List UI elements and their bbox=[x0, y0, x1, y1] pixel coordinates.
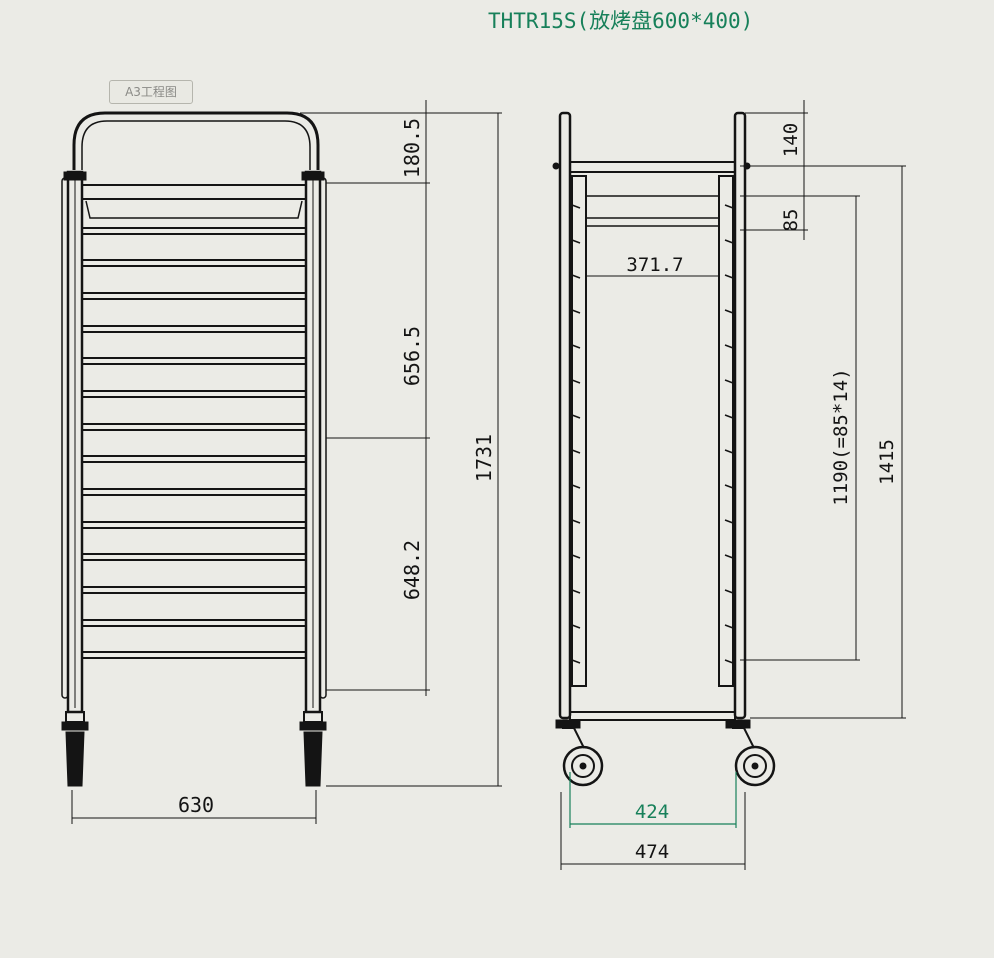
dim-side-rack-height: 1190(=85*14) bbox=[830, 368, 852, 505]
side-bottom-bar bbox=[569, 711, 736, 721]
side-dimensions bbox=[560, 100, 906, 870]
dim-front-middle-section: 656.5 bbox=[400, 326, 424, 386]
front-dimensions bbox=[71, 100, 502, 824]
dim-front-width: 630 bbox=[178, 793, 214, 817]
side-top-bar bbox=[569, 161, 736, 173]
side-right-caster bbox=[725, 719, 776, 787]
front-left-caster bbox=[61, 711, 89, 787]
front-top-frame bbox=[81, 184, 307, 200]
dim-side-top-height: 140 bbox=[780, 123, 802, 157]
side-top-tray bbox=[585, 195, 720, 219]
side-rail-slots bbox=[571, 204, 734, 664]
side-top-left-bolt bbox=[552, 162, 560, 170]
front-right-joint bbox=[301, 171, 325, 181]
front-shelves bbox=[82, 227, 306, 659]
dim-side-overall-depth: 474 bbox=[635, 841, 669, 863]
dim-side-wheel-span: 424 bbox=[635, 801, 669, 823]
side-left-caster bbox=[555, 719, 604, 787]
front-left-bumper bbox=[61, 177, 69, 699]
side-left-post bbox=[558, 111, 572, 720]
front-top-tray bbox=[85, 200, 303, 219]
front-handle-inner bbox=[81, 120, 311, 170]
side-left-rail bbox=[571, 175, 587, 687]
side-right-post bbox=[733, 111, 747, 720]
front-handle bbox=[72, 111, 320, 170]
drawing-title: THTR15S(放烤盘600*400) bbox=[488, 9, 753, 33]
dim-front-total-height: 1731 bbox=[472, 434, 496, 482]
dim-side-frame-height: 1415 bbox=[876, 439, 898, 485]
dim-side-inner-width: 371.7 bbox=[626, 254, 683, 276]
side-wheel-span-dimension bbox=[569, 772, 737, 828]
sheet-size-badge[interactable]: A3工程图 bbox=[109, 80, 193, 104]
dim-side-shelf-pitch: 85 bbox=[780, 209, 802, 232]
front-view bbox=[61, 111, 327, 787]
front-right-caster bbox=[299, 711, 327, 787]
front-left-joint bbox=[63, 171, 87, 181]
dim-front-top-section: 180.5 bbox=[400, 118, 424, 178]
dim-front-lower-section: 648.2 bbox=[400, 540, 424, 600]
side-right-rail bbox=[718, 175, 734, 687]
